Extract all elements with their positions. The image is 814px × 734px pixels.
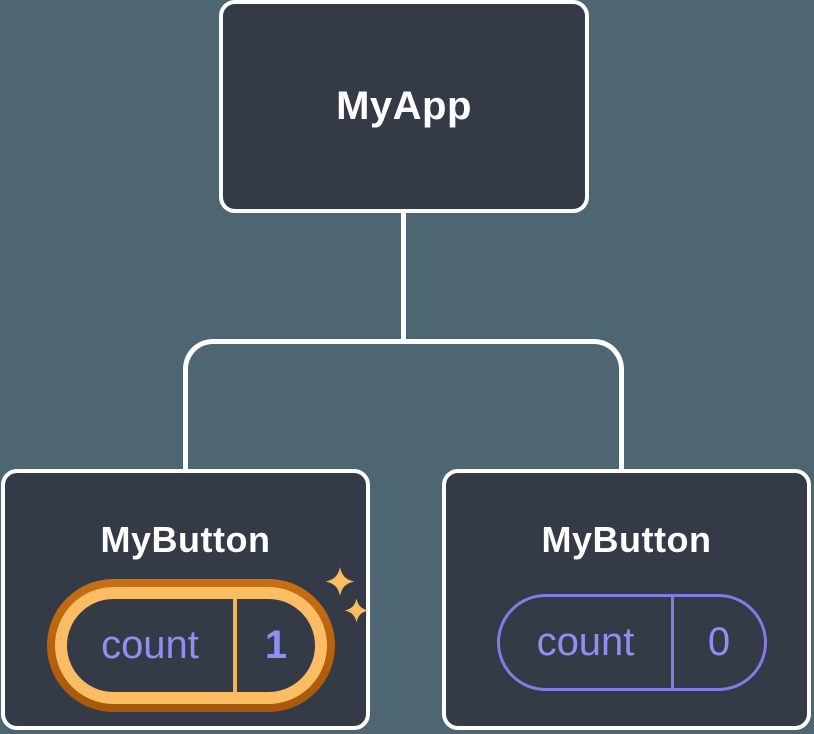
state-value: 1: [264, 623, 288, 667]
tree-connector-trunk: [401, 213, 406, 339]
state-pill-highlight-ring: count 1: [55, 587, 327, 704]
sparkle-small-icon: [344, 598, 369, 623]
state-pill-divider: [233, 599, 237, 692]
component-node-button-2: MyButton count 0: [442, 469, 811, 730]
state-name: count: [101, 623, 199, 667]
state-pill-divider: [671, 597, 674, 688]
component-node-root: MyApp: [219, 0, 589, 213]
button-2-label: MyButton: [541, 519, 712, 560]
state-pill-body: count 1: [67, 599, 315, 692]
button-1-label: MyButton: [100, 519, 271, 560]
state-value: 0: [707, 620, 731, 664]
root-node-label: MyApp: [336, 84, 472, 128]
tree-connector-branches: [183, 339, 624, 469]
sparkles-icon: [325, 567, 355, 596]
state-pill: count 0: [497, 594, 767, 691]
component-node-button-1: MyButton count 1: [1, 469, 370, 730]
state-pill-highlighted: count 1: [47, 579, 335, 712]
state-name: count: [536, 620, 635, 664]
